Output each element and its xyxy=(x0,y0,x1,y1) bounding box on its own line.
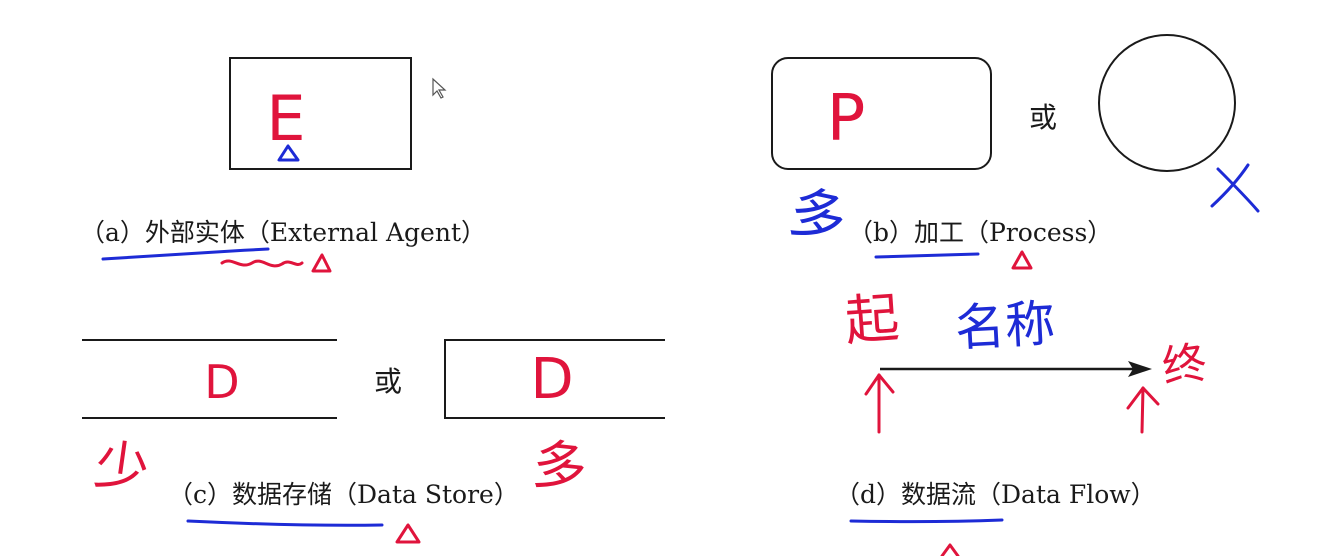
data-store-panel: D 或 D 少 多 （c）数据存储（Data Store） xyxy=(82,339,665,544)
external-agent-panel: E （a）外部实体（External Agent） xyxy=(80,57,486,273)
data-store-note-many: 多 xyxy=(530,432,590,500)
cursor-icon xyxy=(432,77,447,99)
data-store-right-symbol: D xyxy=(530,347,573,412)
data-store-caption: （c）数据存储（Data Store） xyxy=(168,480,519,509)
process-caption: （b）加工（Process） xyxy=(848,218,1112,247)
process-note-many: 多 xyxy=(784,179,852,254)
process-circle-cross-mark-icon xyxy=(1210,163,1260,213)
data-flow-partial-mark xyxy=(940,543,960,556)
external-agent-box xyxy=(229,57,412,170)
process-panel: P 或 多 （b）加工（Process） xyxy=(771,34,1260,270)
external-agent-symbol: E xyxy=(266,82,305,155)
data-flow-arrow-head xyxy=(1128,361,1152,377)
external-agent-caption: （a）外部实体（External Agent） xyxy=(80,218,486,247)
external-agent-wavy-mark xyxy=(220,259,304,268)
data-store-note-few: 少 xyxy=(91,433,153,503)
process-symbol: P xyxy=(827,82,866,156)
data-flow-note-end: 终 xyxy=(1159,337,1210,394)
process-rounded-box xyxy=(771,57,992,170)
data-flow-underline-mark xyxy=(849,518,1004,524)
process-circle xyxy=(1098,34,1236,172)
process-underline-mark xyxy=(874,252,980,259)
data-store-or-label: 或 xyxy=(374,365,402,398)
external-agent-triangle-mark-icon xyxy=(277,144,300,162)
data-store-left-symbol: D xyxy=(204,355,239,409)
data-flow-caption: （d）数据流（Data Flow） xyxy=(835,480,1156,509)
data-flow-end-up-arrow-mark-icon xyxy=(1126,386,1160,434)
data-store-underline-mark xyxy=(186,519,384,527)
external-agent-underline-mark xyxy=(101,247,270,261)
data-flow-note-start: 起 xyxy=(843,286,901,353)
process-or-label: 或 xyxy=(1029,101,1057,134)
data-store-delta-mark-icon xyxy=(395,523,421,544)
data-flow-start-up-arrow-mark-icon xyxy=(864,373,895,434)
external-agent-delta-mark-icon xyxy=(311,253,332,273)
process-delta-mark-icon xyxy=(1011,250,1033,270)
data-store-closed-box xyxy=(444,339,665,419)
data-flow-panel: 起 名称 终 （d）数据流（Data Flow） xyxy=(835,286,1210,556)
data-flow-note-name: 名称 xyxy=(954,294,1057,357)
